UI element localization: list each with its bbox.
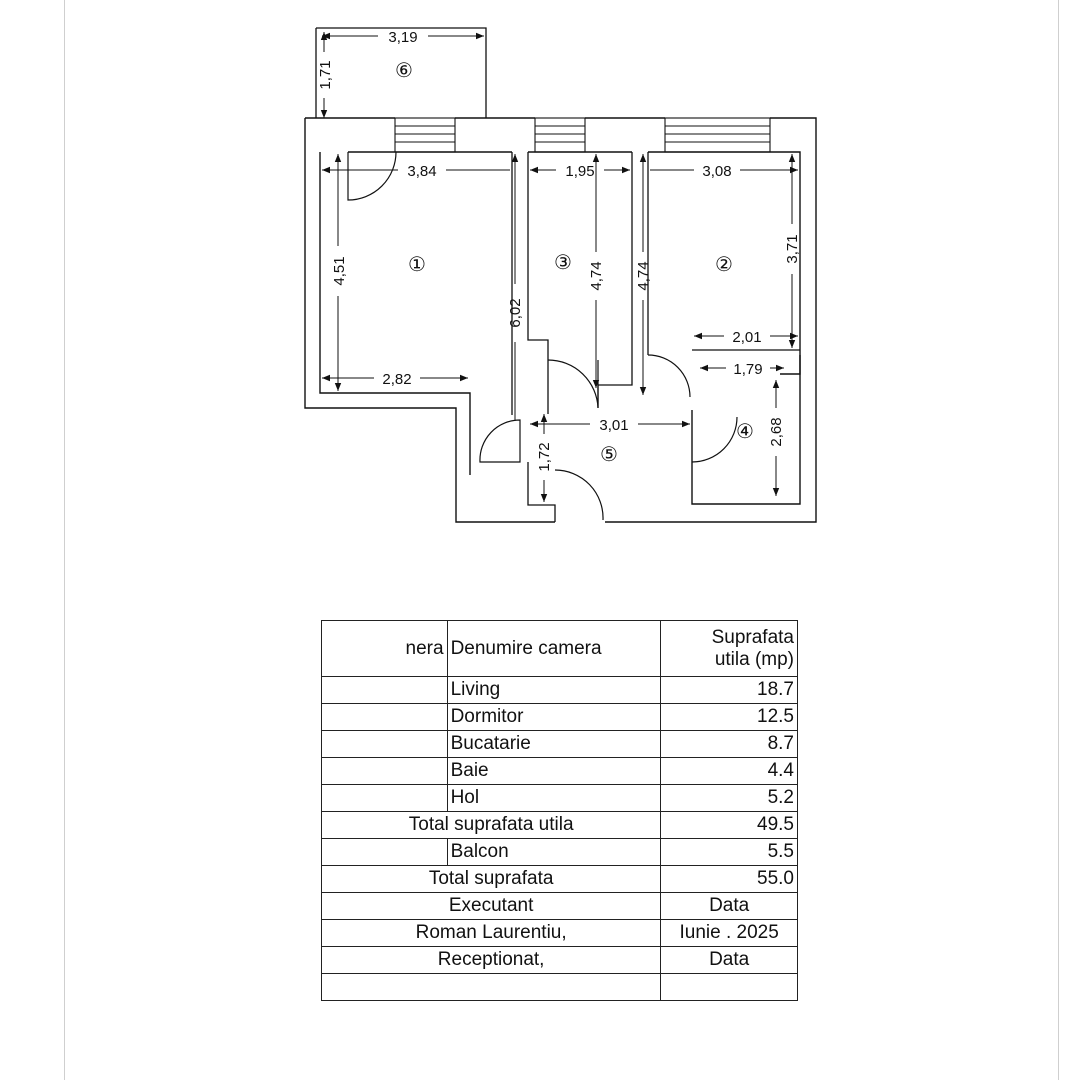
room-name: Dormitor <box>446 703 662 731</box>
dimension-labels: 3,19 1,71 3,84 1,95 3,08 4,51 6,02 4,74 … <box>317 29 801 472</box>
dim-3-71: 3,71 <box>784 234 801 263</box>
dim-1-79: 1,79 <box>733 361 762 378</box>
room-area: 5.2 <box>660 784 798 812</box>
floor-plan: 3,19 1,71 3,84 1,95 3,08 4,51 6,02 4,74 … <box>304 27 817 523</box>
room-area: 8.7 <box>660 730 798 758</box>
received-row: Receptionat,Data <box>320 946 798 974</box>
room-number-1: ① <box>408 254 426 276</box>
dim-1-72: 1,72 <box>536 442 553 471</box>
dim-3-08: 3,08 <box>702 163 731 180</box>
executant-date-label: Data <box>660 892 798 920</box>
header-room-name: Denumire camera <box>446 620 662 677</box>
room-number-4: ④ <box>736 421 754 443</box>
empty-row <box>320 973 798 1001</box>
dim-6-02: 6,02 <box>507 298 524 327</box>
dim-3-01: 3,01 <box>599 417 628 434</box>
doors <box>347 151 738 521</box>
header-room-number: nera <box>321 620 448 677</box>
total-label: Total suprafata <box>320 865 662 893</box>
room-area: 4.4 <box>660 757 798 785</box>
page-edge-right <box>1058 0 1059 1080</box>
room-name: Bucatarie <box>446 730 662 758</box>
windows <box>394 117 771 153</box>
room-area: 12.5 <box>660 703 798 731</box>
balcony-area: 5.5 <box>660 838 798 866</box>
interior-walls <box>511 152 800 522</box>
executant-name: Roman Laurentiu, <box>320 919 662 947</box>
room-numbers: ⑥ ① ③ ② ④ ⑤ <box>395 60 754 466</box>
dim-1-71: 1,71 <box>317 60 334 89</box>
room-area: 18.7 <box>660 676 798 704</box>
dimension-lines <box>320 32 798 502</box>
room-number-2: ② <box>715 254 733 276</box>
dim-2-82: 2,82 <box>382 371 411 388</box>
room-name: Hol <box>446 784 662 812</box>
dim-4-51: 4,51 <box>331 256 348 285</box>
dim-3-19: 3,19 <box>388 29 417 46</box>
room-name: Baie <box>446 757 662 785</box>
dim-4-74-right: 4,74 <box>635 261 652 290</box>
total-useful-value: 49.5 <box>660 811 798 839</box>
dim-3-84: 3,84 <box>407 163 436 180</box>
total-useful-label: Total suprafata utila <box>320 811 662 839</box>
outer-walls <box>304 117 817 523</box>
total-value: 55.0 <box>660 865 798 893</box>
balcony-name: Balcon <box>446 838 662 866</box>
page-edge-left <box>64 0 65 1080</box>
executant-label: Executant <box>320 892 662 920</box>
room-number-6: ⑥ <box>395 60 413 82</box>
dim-4-74-left: 4,74 <box>588 261 605 290</box>
received-date-label: Data <box>660 946 798 974</box>
dim-2-01: 2,01 <box>732 329 761 346</box>
received-label: Receptionat, <box>320 946 662 974</box>
dim-2-68: 2,68 <box>768 417 785 446</box>
executant-date: Iunie . 2025 <box>660 919 798 947</box>
room-number-3: ③ <box>554 252 572 274</box>
dim-1-95: 1,95 <box>565 163 594 180</box>
room-name: Living <box>446 676 662 704</box>
balcony-outline <box>315 27 487 118</box>
executant-name-row: Roman Laurentiu,Iunie . 2025 <box>320 919 798 947</box>
room-number-5: ⑤ <box>600 444 618 466</box>
